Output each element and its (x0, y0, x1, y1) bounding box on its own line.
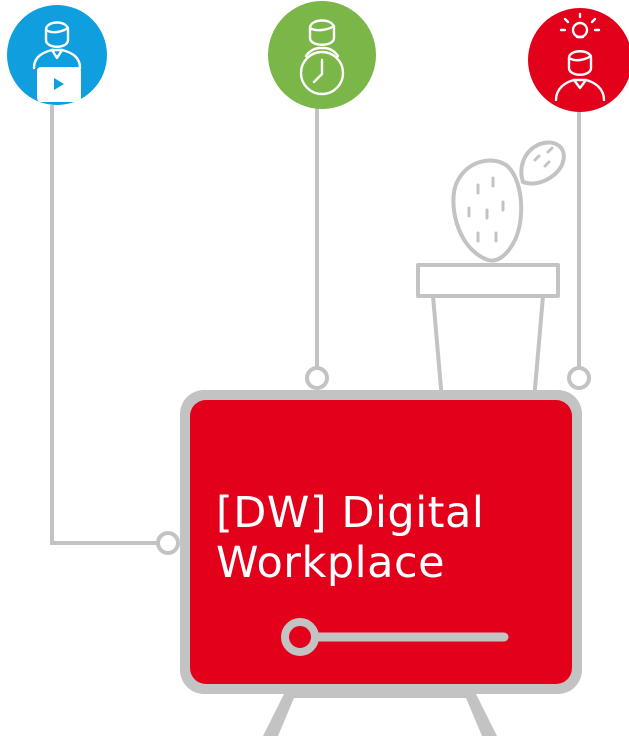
pot (431, 294, 545, 402)
monitor-title-line-2: Workplace (216, 538, 446, 588)
connector-left (50, 105, 158, 545)
progress-slider (281, 618, 509, 656)
person-idea-icon (528, 8, 629, 112)
monitor-screen (190, 400, 572, 684)
monitor-title: [DW] Digital Workplace (216, 488, 484, 588)
pot-rim (416, 263, 560, 298)
person-video-icon (7, 5, 107, 105)
person-clock-icon (268, 1, 376, 109)
monitor-title-line-1: [DW] Digital (216, 488, 485, 538)
monitor-stand (263, 692, 497, 736)
cactus-plant-icon (416, 140, 566, 402)
monitor (180, 390, 582, 694)
connectors (50, 105, 581, 545)
connector-ends (156, 366, 591, 555)
connector-end-left (156, 531, 180, 555)
connector-end-right (567, 366, 591, 390)
cactus-small-pad (519, 140, 566, 186)
connector-end-middle (305, 366, 329, 390)
